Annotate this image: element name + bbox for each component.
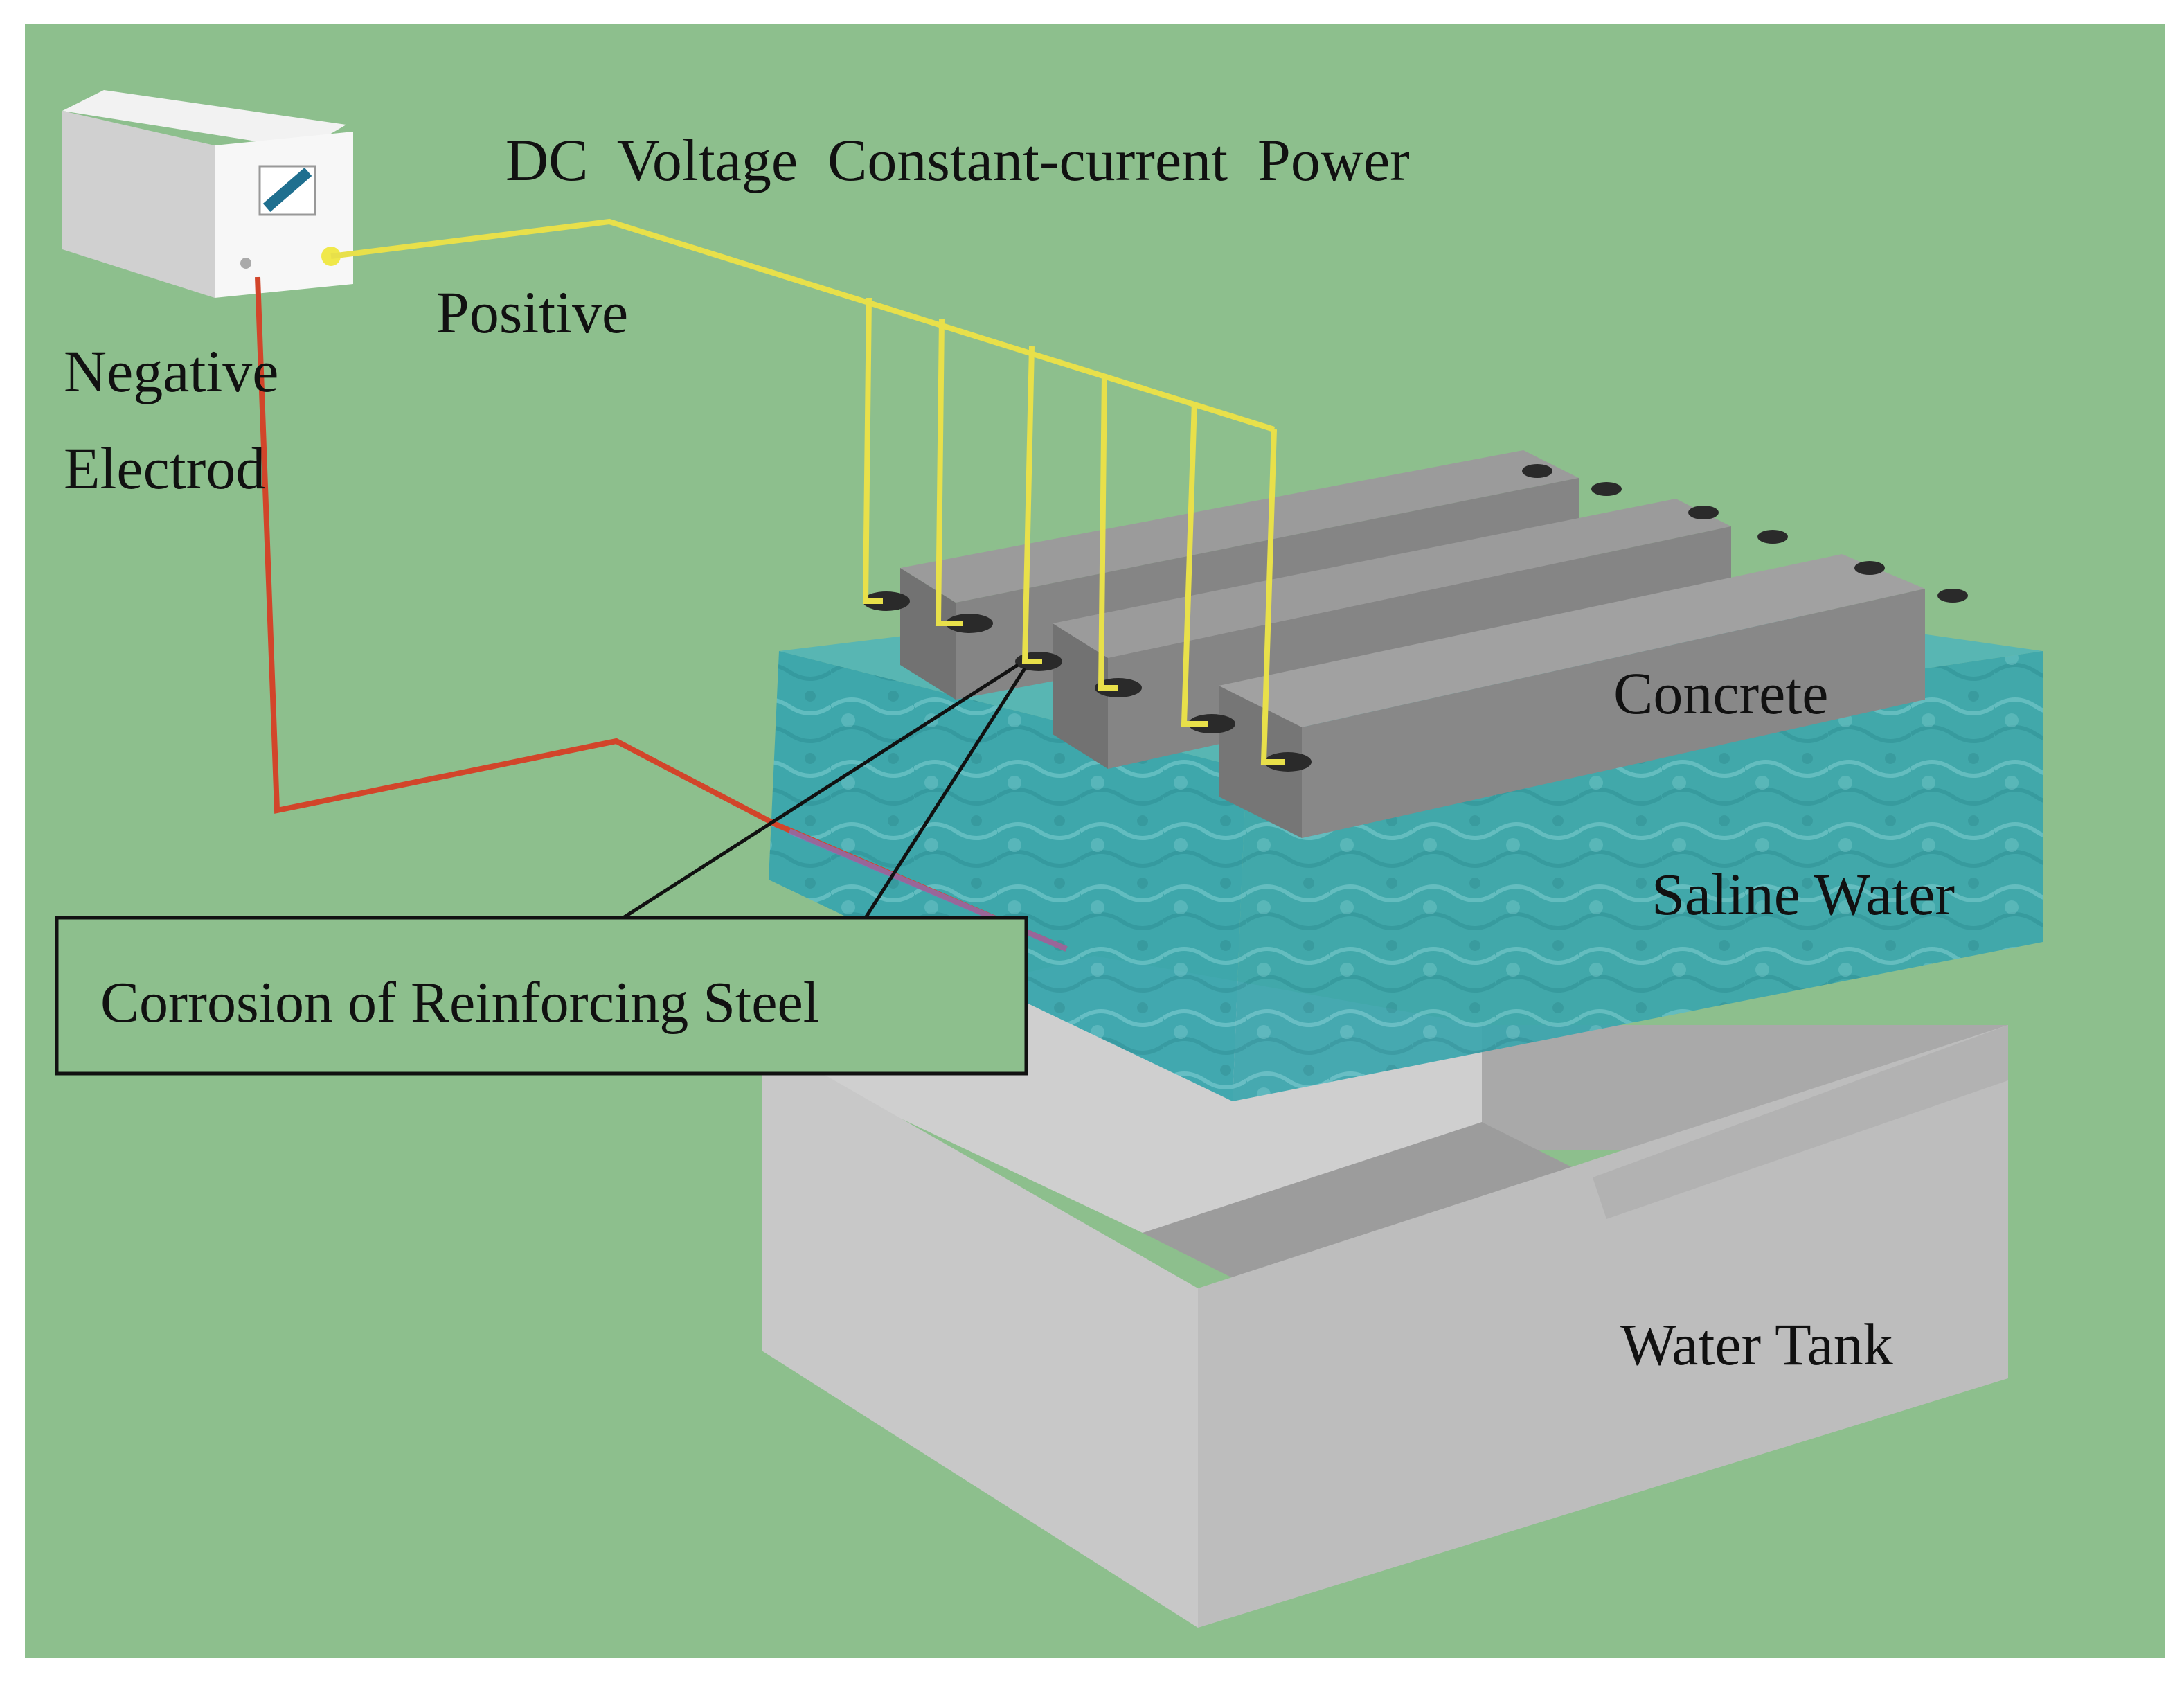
anode-lead: [1260, 429, 1285, 765]
tank-right-face: [1593, 1025, 2008, 1219]
corrosion-callout: Corrosion of Reinforcing Steel: [55, 663, 1028, 1076]
anode-lead: [1181, 401, 1208, 727]
power-supply-side: [62, 111, 215, 298]
rebar-end: [1188, 714, 1235, 733]
rebar-end: [1688, 506, 1719, 519]
positive-wiring: [330, 218, 1285, 765]
saline-water-label: Saline Water: [1652, 861, 1955, 927]
tank-left-face: [762, 1039, 1198, 1628]
rebar-end: [1757, 530, 1788, 544]
anode-lead: [1021, 346, 1042, 664]
rebar-end: [1522, 464, 1552, 478]
rebar-end: [1591, 482, 1622, 496]
power-supply-top: [62, 90, 346, 149]
rebar-end: [1937, 589, 1968, 603]
tank-inner-floor: [1143, 1122, 1593, 1288]
negative-terminal: [240, 258, 251, 269]
concrete-specimen-3: [1219, 554, 1925, 838]
anode-lead: [935, 318, 963, 626]
negative-electrode-label-line1: Negative: [64, 338, 278, 404]
anode-lead: [862, 297, 883, 604]
callout-pointer-left: [622, 663, 1019, 920]
anode-lead: [1098, 373, 1118, 691]
rebar-end: [1854, 561, 1885, 575]
power-supply-box: [62, 90, 353, 298]
rebar-end: [1264, 752, 1312, 772]
positive-main-wire: [330, 218, 1276, 432]
rebar-end: [863, 592, 910, 611]
concrete-label: Concrete: [1613, 660, 1828, 727]
water-tank-label: Water Tank: [1620, 1311, 1893, 1378]
rebar-ends: [863, 464, 1968, 772]
power-supply-label: DC Voltage Constant-current Power: [505, 127, 1410, 193]
callout-box: [55, 916, 1028, 1076]
rebar-end: [946, 614, 993, 633]
callout-label: Corrosion of Reinforcing Steel: [100, 970, 819, 1035]
positive-label: Positive: [436, 279, 628, 346]
callout-pointer-right: [863, 667, 1027, 919]
negative-electrode-label-line2: Electrod: [64, 435, 265, 501]
tank-front-face: [1198, 1025, 2008, 1628]
